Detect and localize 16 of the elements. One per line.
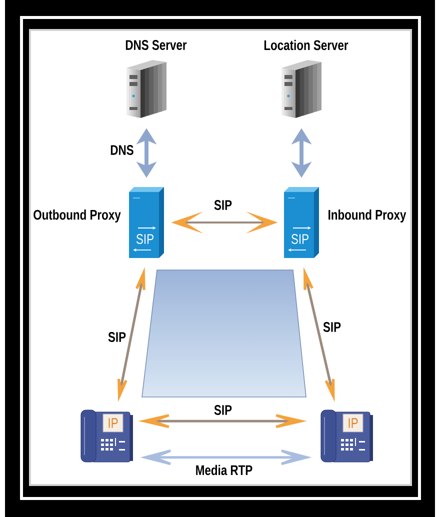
edge-label: SIP — [212, 199, 234, 211]
server-tower — [282, 60, 322, 118]
server-tower — [126, 60, 166, 118]
desk-phone: IP — [320, 410, 373, 462]
proxy-server: SIP — [129, 187, 164, 258]
server-label: DNS Server — [126, 40, 187, 50]
proxy-label: Outbound Proxy — [34, 209, 121, 223]
edge-label: SIP — [212, 404, 234, 416]
edge-label: DNS — [109, 144, 135, 156]
proxy-label: Inbound Proxy — [328, 209, 406, 223]
edge-label: Media RTP — [194, 464, 254, 476]
server-label: Location Server — [264, 40, 348, 50]
proxy-server: SIP — [284, 187, 319, 258]
edge-label: SIP — [106, 331, 128, 343]
edge-label: SIP — [322, 321, 342, 333]
desk-phone: IP — [80, 410, 133, 462]
